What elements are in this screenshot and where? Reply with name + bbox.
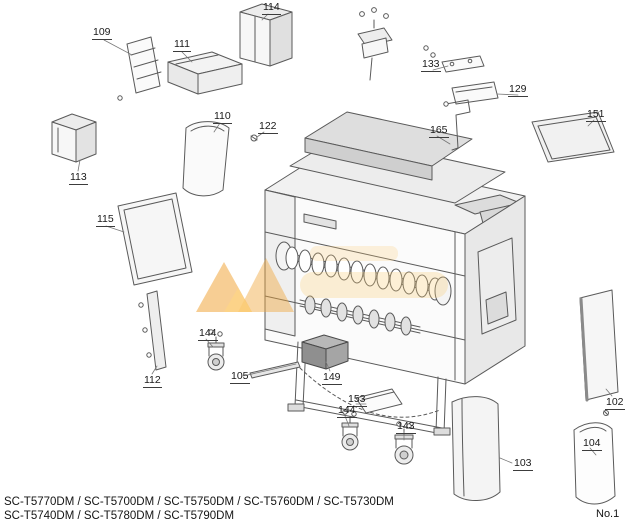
part-144-caster-right: [341, 409, 359, 451]
part-113-box: [51, 113, 97, 163]
leader-lines: [77, 13, 613, 464]
part-153-sheet: [355, 388, 403, 414]
callout-109: 109: [92, 26, 112, 41]
part-109-bracket: [117, 36, 162, 101]
callout-103: 103: [513, 457, 533, 472]
footer-model-list-line1: SC-T5770DM / SC-T5700DM / SC-T5750DM / S…: [4, 496, 394, 508]
callout-104: 104: [582, 437, 602, 452]
callout-102: 102: [605, 396, 625, 411]
printer-main-unit: [264, 111, 526, 436]
callout-112: 112: [143, 374, 162, 389]
part-112-strip: [138, 290, 167, 371]
callout-122: 122: [258, 120, 278, 135]
callout-151: 151: [586, 108, 606, 123]
part-165-bracket: [443, 99, 471, 151]
part-115-panel: [117, 192, 193, 286]
page-number: No.1: [596, 508, 620, 520]
part-102-panel: [579, 289, 619, 402]
callout-115: 115: [96, 213, 115, 228]
callout-113: 113: [69, 171, 88, 186]
callout-114: 114: [262, 1, 281, 16]
part-104-curved-cover: [573, 422, 616, 505]
callout-111: 111: [173, 38, 191, 53]
part-133-bracket: [423, 45, 485, 73]
callout-165: 165: [429, 124, 449, 139]
callout-144-right: 144: [337, 404, 357, 419]
callout-153: 153: [347, 393, 367, 408]
callout-105: 105: [230, 370, 250, 385]
part-110-curved-panel: [182, 121, 230, 197]
part-103-cover: [451, 396, 501, 501]
part-151-panel: [531, 111, 615, 163]
part-149-box: [301, 334, 349, 370]
watermark: [196, 246, 448, 312]
part-111-tray: [167, 51, 243, 95]
footer-model-list-line2: SC-T5740DM / SC-T5780DM / SC-T5790DM: [4, 510, 235, 522]
callout-110: 110: [213, 110, 232, 125]
part-144-caster-left: [207, 329, 225, 371]
part-114-cover: [239, 3, 293, 67]
callout-129: 129: [508, 83, 528, 98]
callout-133: 133: [421, 58, 441, 73]
small-hardware-assembly: [357, 7, 393, 81]
callout-144-left: 144: [198, 327, 218, 342]
part-129-plate: [451, 81, 499, 105]
callout-149: 149: [322, 371, 342, 386]
callout-143: 143: [396, 420, 416, 435]
screw-icons: [250, 134, 609, 416]
